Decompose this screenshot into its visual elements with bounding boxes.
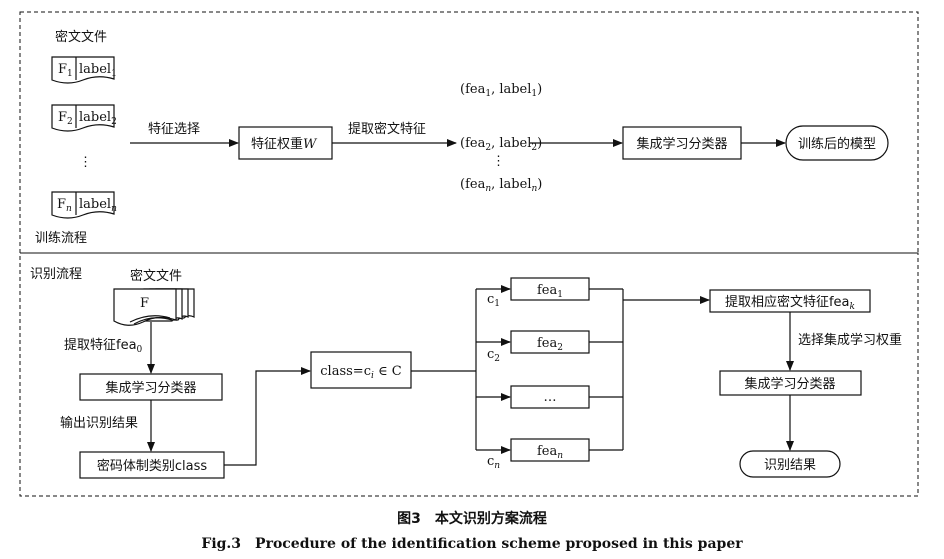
edge-label-select-weight: 选择集成学习权重 bbox=[798, 332, 902, 348]
feature-weight-label: 特征权重W bbox=[251, 136, 318, 152]
result-terminal-label: 识别结果 bbox=[764, 458, 816, 473]
svg-text:F1: F1 bbox=[58, 62, 73, 79]
svg-text:c2: c2 bbox=[487, 347, 500, 364]
branch-ellipsis: … bbox=[476, 385, 623, 409]
branch-2: c2 fea2 bbox=[476, 330, 623, 364]
branch-1: c1 fea1 bbox=[476, 277, 623, 309]
recognition-section-label: 识别流程 bbox=[30, 267, 82, 282]
trained-model-label: 训练后的模型 bbox=[798, 136, 876, 152]
cipher-class-box bbox=[79, 451, 225, 479]
training-file-n: Fn labeln bbox=[51, 191, 117, 219]
training-section-label: 训练流程 bbox=[35, 231, 87, 246]
feature-label-pair-2: (fea2, label2) bbox=[460, 136, 542, 153]
training-ensemble-box bbox=[622, 126, 742, 160]
feature-label-vdots: ⋮ bbox=[492, 154, 505, 169]
svg-text:cn: cn bbox=[487, 454, 500, 471]
caption-chinese: 图3 本文识别方案流程 bbox=[397, 510, 547, 527]
branch-n: cn fean bbox=[476, 438, 623, 471]
arrow-class-to-classeq bbox=[224, 367, 311, 466]
svg-text:…: … bbox=[544, 390, 557, 405]
recognition-file-icon: F bbox=[113, 288, 195, 326]
svg-text:Fn: Fn bbox=[57, 197, 72, 214]
caption-english: Fig.3 Procedure of the identification sc… bbox=[201, 536, 743, 552]
svg-text:fea1: fea1 bbox=[537, 283, 563, 300]
training-file-1: F1 label1 bbox=[51, 56, 117, 84]
svg-text:fea2: fea2 bbox=[537, 336, 563, 353]
edge-label-extract-fea0: 提取特征fea0 bbox=[64, 337, 143, 355]
feature-label-pair-1: (fea1, label1) bbox=[460, 82, 542, 99]
svg-text:fean: fean bbox=[537, 444, 563, 461]
class-eq-label: class=ci ∈ C bbox=[320, 364, 401, 381]
recognition-section-frame bbox=[19, 252, 919, 497]
feature-weight-box bbox=[238, 126, 333, 160]
recognition-file-title: 密文文件 bbox=[130, 268, 182, 284]
svg-text:c1: c1 bbox=[487, 292, 500, 309]
svg-text:F2: F2 bbox=[58, 110, 73, 127]
class-eq-box bbox=[310, 351, 412, 389]
result-terminal bbox=[739, 450, 841, 478]
svg-text:label2: label2 bbox=[79, 110, 117, 127]
training-files-vdots: ⋮ bbox=[79, 155, 92, 170]
recognition-ensemble2-label: 集成学习分类器 bbox=[744, 376, 835, 392]
trained-model-terminal bbox=[785, 125, 889, 161]
feature-label-pair-n: (fean, labeln) bbox=[460, 177, 542, 194]
training-file-2: F2 label2 bbox=[51, 104, 117, 132]
svg-text:label1: label1 bbox=[79, 62, 117, 79]
training-section-frame bbox=[19, 11, 919, 254]
svg-text:F: F bbox=[140, 296, 149, 311]
training-ensemble-label: 集成学习分类器 bbox=[636, 136, 727, 152]
edge-label-output-result: 输出识别结果 bbox=[60, 415, 138, 431]
cipher-class-label: 密码体制类别class bbox=[97, 458, 207, 474]
recognition-ensemble2-box bbox=[719, 370, 862, 396]
edge-label-extract-features: 提取密文特征 bbox=[348, 121, 426, 137]
extract-feak-label: 提取相应密文特征feak bbox=[725, 294, 855, 312]
edge-label-feature-select: 特征选择 bbox=[148, 122, 200, 137]
recognition-ensemble-label: 集成学习分类器 bbox=[105, 380, 196, 396]
svg-text:labeln: labeln bbox=[79, 197, 117, 214]
training-files-title: 密文文件 bbox=[55, 29, 107, 45]
